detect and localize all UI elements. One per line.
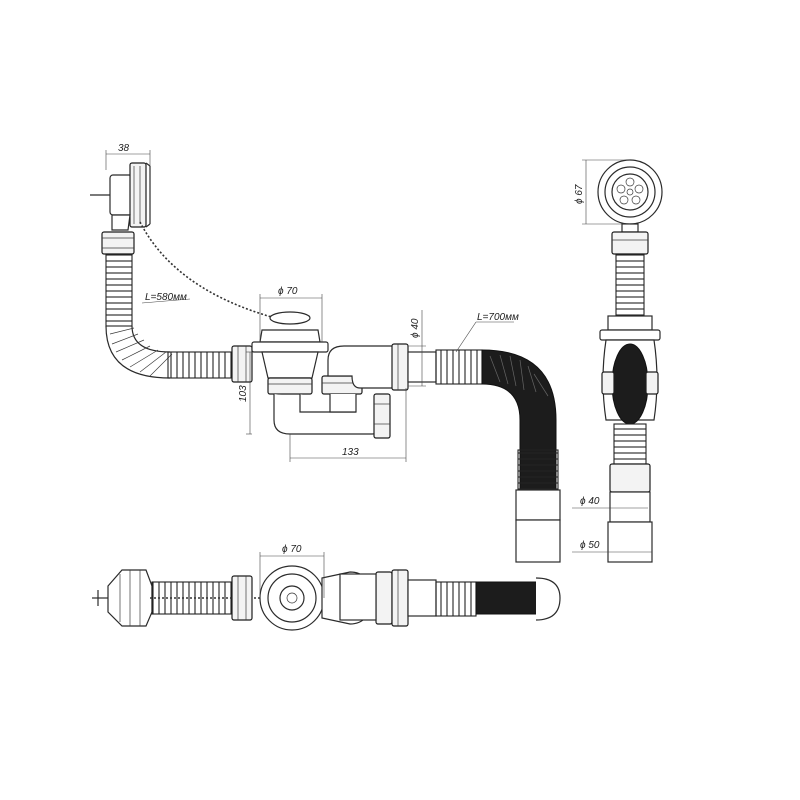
dim-siphon-diameter (259, 294, 323, 342)
overflow-nut (101, 231, 135, 255)
dim-phi40-label: ϕ 40 (580, 496, 600, 507)
side-nut-top (611, 231, 649, 255)
hose-nut-left (231, 345, 253, 383)
dim-phi67-label: ϕ 67 (574, 184, 585, 204)
siphon-body (251, 311, 437, 439)
stopper-chain (139, 221, 276, 319)
plan-view: ϕ 70 (92, 544, 561, 631)
plan-overflow (107, 569, 153, 627)
dim-siphon-height (246, 351, 252, 435)
dim-133-label: 133 (342, 447, 359, 458)
side-siphon (601, 339, 659, 425)
hose-left-length-label: L=580мм (145, 292, 187, 303)
dim-plan-phi70-label: ϕ 70 (282, 544, 302, 555)
overflow-fitting (90, 162, 151, 231)
right-corrugated-hose (435, 349, 561, 563)
left-corrugated-hose (105, 253, 235, 379)
side-hose (615, 253, 645, 317)
dim-38-label: 38 (118, 143, 130, 154)
leader-hose-right (455, 321, 477, 353)
drain-grate (597, 159, 663, 225)
dim-phi40-outlet-label: ϕ 40 (410, 318, 421, 338)
dim-siphon-offset (289, 388, 407, 462)
plan-siphon (259, 565, 437, 631)
side-view: ϕ 67 ϕ 40 ϕ 50 (572, 159, 663, 563)
front-view: 38 L=580мм ϕ 70 103 133 (90, 143, 561, 563)
dim-phi70-label: ϕ 70 (278, 286, 298, 297)
hose-right-length-label: L=700мм (477, 312, 519, 323)
leader-hose-left (141, 298, 191, 304)
dim-outlet-diameter (408, 310, 426, 387)
dim-grate-diameter (582, 159, 630, 225)
plan-nut-left (231, 575, 253, 621)
dim-103-label: 103 (238, 385, 249, 402)
dim-phi50-label: ϕ 50 (580, 540, 600, 551)
dim-plan-diameter (259, 552, 325, 598)
dim-overflow-width (105, 150, 151, 170)
